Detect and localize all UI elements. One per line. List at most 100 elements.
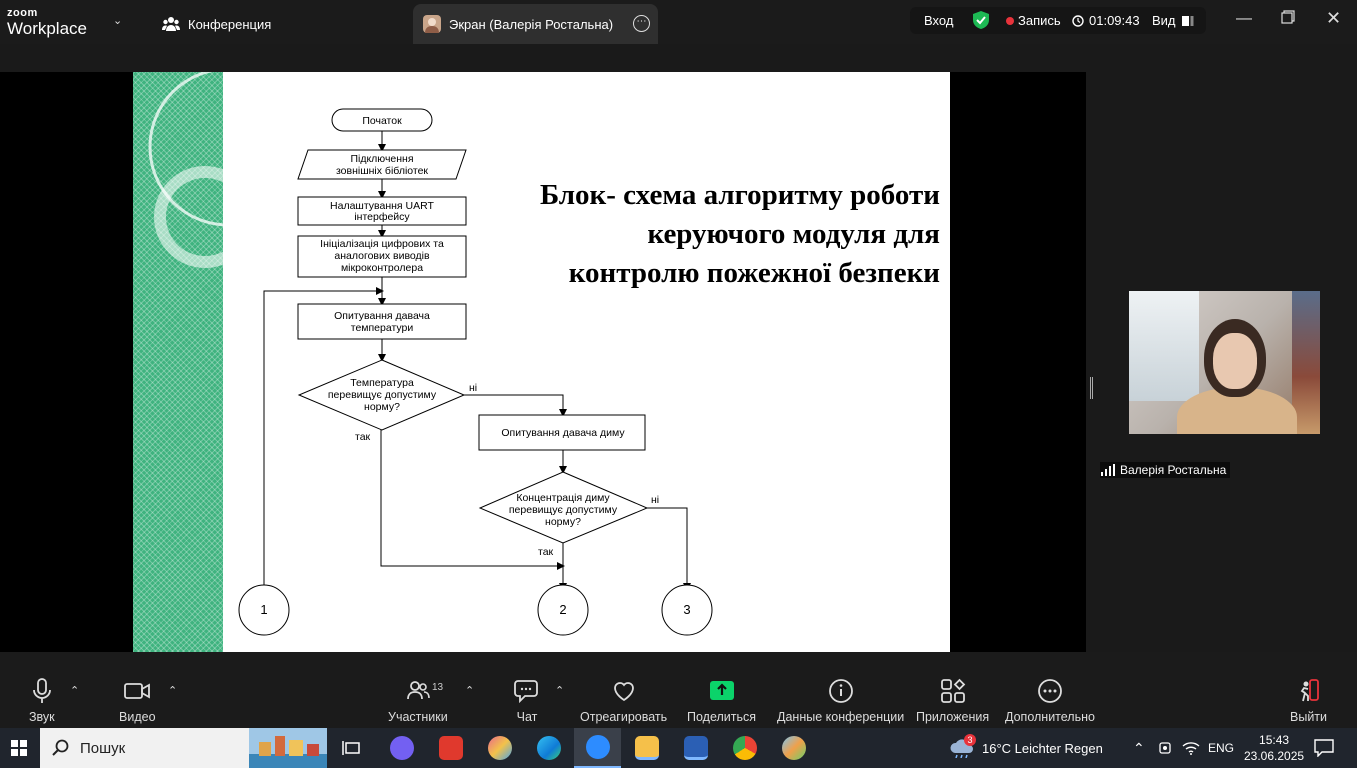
- tray-overflow-chevron-icon[interactable]: ⌃: [1133, 739, 1145, 756]
- flow-connector-2: [537, 584, 589, 636]
- title-bar: zoom Workplace ⌄ Конференция Экран (Вале…: [0, 0, 1357, 44]
- video-background: [1129, 291, 1199, 401]
- flow-connector-3: [661, 584, 713, 636]
- zoom-taskbar-icon[interactable]: [574, 728, 621, 768]
- camera-icon: [124, 683, 151, 699]
- flow-smoke-check-label: Концентрація диму: [516, 492, 610, 504]
- tab-conference-label: Конференция: [188, 16, 272, 32]
- slide-title-line: контролю пожежної безпеки: [568, 257, 940, 289]
- chevron-down-icon[interactable]: ⌄: [113, 15, 123, 27]
- meeting-controls: Звук ⌃ Видео ⌃ Участники 13 ⌃ Чат ⌃ Отре…: [0, 652, 1357, 728]
- search-icon: [52, 739, 69, 756]
- flow-temp-check-label: Температура: [350, 377, 414, 389]
- apps-button[interactable]: Приложения: [916, 678, 989, 724]
- notifications-icon[interactable]: [1314, 728, 1334, 768]
- chat-options-chevron-icon[interactable]: ⌃: [555, 685, 565, 697]
- video-button[interactable]: Видео: [119, 678, 156, 724]
- chat-icon: [514, 680, 538, 704]
- clock-date: 23.06.2025: [1244, 749, 1305, 763]
- restore-icon[interactable]: [1281, 10, 1295, 29]
- flow-connector-1: [238, 584, 290, 636]
- slide-title-line: Блок- схема алгоритму роботи: [540, 179, 940, 211]
- more-options-icon[interactable]: ⋯: [633, 15, 650, 32]
- chat-label: Чат: [516, 710, 538, 724]
- chrome-icon[interactable]: [721, 728, 768, 768]
- participant-name: Валерія Ростальна: [1120, 463, 1227, 477]
- heart-icon: [613, 682, 634, 702]
- taskbar-search[interactable]: Пошук: [40, 728, 327, 768]
- weather-widget[interactable]: 3 16°C Leichter Regen: [948, 728, 1103, 768]
- video-options-chevron-icon[interactable]: ⌃: [168, 685, 178, 697]
- edge-browser-icon[interactable]: [535, 728, 563, 768]
- flow-no-label: ні: [651, 494, 659, 506]
- flow-uart-node: [297, 196, 467, 226]
- clock-icon: [1072, 14, 1084, 27]
- meeting-status-bar: Вход Запись 01:09:43 Вид: [910, 7, 1206, 34]
- chat-button[interactable]: Чат: [514, 678, 540, 724]
- shield-icon[interactable]: [973, 11, 989, 32]
- flow-temp-sensor-label: температури: [351, 322, 414, 334]
- flow-smoke-sensor-node: [478, 414, 646, 451]
- language-indicator[interactable]: ENG: [1208, 741, 1235, 755]
- tab-screen-share[interactable]: Экран (Валерія Ростальна) ⋯: [413, 4, 658, 44]
- flow-libs-node: [297, 149, 467, 180]
- tab-conference[interactable]: Конференция: [162, 4, 271, 44]
- paint-app-icon[interactable]: [486, 728, 514, 768]
- avatar: [423, 15, 441, 33]
- flow-smoke-check-label: норму?: [545, 516, 581, 528]
- leave-icon: [1300, 679, 1319, 702]
- participants-options-chevron-icon[interactable]: ⌃: [465, 685, 475, 697]
- react-label: Отреагировать: [580, 710, 668, 724]
- paint-app-icon[interactable]: [770, 728, 817, 768]
- audio-button[interactable]: Звук: [29, 678, 55, 724]
- panel-resize-handle[interactable]: [1090, 377, 1093, 399]
- flow-init-label: аналогових виводів: [334, 250, 430, 262]
- leave-label: Выйти: [1290, 710, 1328, 724]
- participant-video[interactable]: [1129, 291, 1320, 434]
- flow-init-label: мікроконтролера: [341, 262, 423, 274]
- weather-text: 16°C Leichter Regen: [982, 740, 1103, 756]
- zoom-logo: zoom Workplace: [7, 7, 87, 38]
- tab-screen-label: Экран (Валерія Ростальна): [449, 16, 614, 32]
- flow-temp-check-label: перевищує допустиму: [328, 389, 437, 401]
- view-layout-icon: [1181, 15, 1194, 26]
- flow-uart-label: інтерфейсу: [354, 211, 410, 223]
- leave-button[interactable]: Выйти: [1290, 678, 1327, 724]
- flow-smoke-sensor-label: Опитування давача диму: [501, 427, 625, 439]
- flow-temp-check-label: норму?: [364, 401, 400, 413]
- video-person-face: [1213, 333, 1257, 389]
- brand-bottom: Workplace: [7, 19, 87, 38]
- meeting-info-button[interactable]: Данные конференции: [777, 678, 904, 724]
- windows-icon: [11, 740, 27, 756]
- flow-no-label: ні: [469, 382, 477, 394]
- start-button[interactable]: [0, 728, 38, 768]
- presentation-slide: Блок- схема алгоритму роботи керуючого м…: [133, 72, 950, 652]
- timer-value: 01:09:43: [1089, 13, 1140, 28]
- wifi-icon[interactable]: [1182, 728, 1200, 768]
- view-button[interactable]: Вид: [1152, 13, 1194, 28]
- flow-smoke-check-label: перевищує допустиму: [509, 504, 618, 516]
- slide-decoration: [133, 72, 223, 652]
- file-explorer-icon[interactable]: [623, 728, 670, 768]
- webcam-tray-icon[interactable]: [1158, 728, 1174, 768]
- audio-options-chevron-icon[interactable]: ⌃: [70, 685, 80, 697]
- minimize-icon[interactable]: —: [1236, 10, 1252, 27]
- participants-icon: [406, 681, 430, 700]
- participants-button[interactable]: Участники: [388, 678, 448, 724]
- brand-top: zoom: [7, 7, 38, 19]
- wps-office-icon[interactable]: [437, 728, 465, 768]
- word-icon[interactable]: [672, 728, 719, 768]
- share-label: Поделиться: [687, 710, 757, 724]
- flow-start-label: Початок: [362, 115, 402, 127]
- more-button[interactable]: Дополнительно: [1005, 678, 1095, 724]
- task-view-icon[interactable]: [336, 728, 366, 768]
- record-label: Запись: [1018, 13, 1061, 28]
- clock[interactable]: 15:43 23.06.2025: [1244, 728, 1304, 768]
- react-button[interactable]: Отреагировать: [580, 678, 667, 724]
- viber-icon[interactable]: [388, 728, 416, 768]
- record-indicator[interactable]: Запись: [1006, 13, 1061, 28]
- login-button[interactable]: Вход: [924, 13, 954, 28]
- flow-libs-label: зовнішніх бібліотек: [336, 165, 428, 177]
- close-icon[interactable]: ✕: [1326, 8, 1342, 28]
- share-button[interactable]: Поделиться: [687, 678, 756, 724]
